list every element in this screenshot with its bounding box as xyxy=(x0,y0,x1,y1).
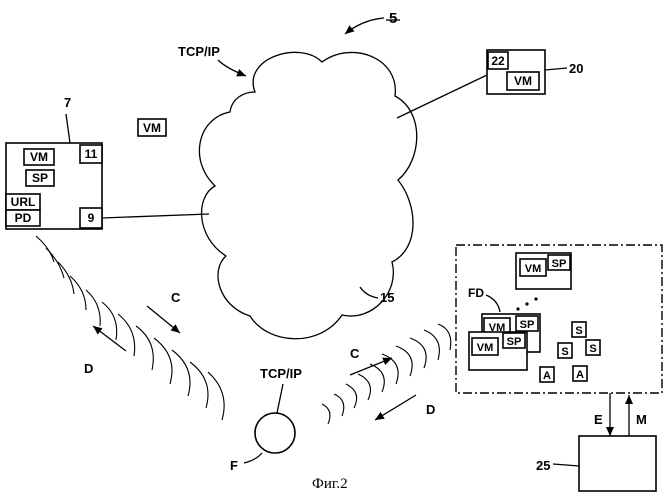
mobile-antenna xyxy=(277,384,283,413)
card-b-vm-label: VM xyxy=(477,342,494,354)
s-box-1-label: S xyxy=(575,325,582,337)
left-vm-label: VM xyxy=(30,150,48,164)
a-box-1-label: A xyxy=(543,370,551,382)
left-arrow-c-label: C xyxy=(171,290,181,305)
mobile-device-circle xyxy=(255,413,295,453)
right-arrow-d-label: D xyxy=(426,402,435,417)
left-port-bottom-label: 9 xyxy=(88,211,95,225)
unit-25-box xyxy=(579,436,656,491)
right-arrow-d xyxy=(375,395,416,420)
arrow-m-label: M xyxy=(636,412,647,427)
top-card-vm-label: VM xyxy=(525,263,542,275)
s-box-2-label: S xyxy=(561,346,568,358)
left-device-ref-leader xyxy=(66,114,70,143)
left-device-network-link xyxy=(102,214,209,218)
left-arrow-d xyxy=(93,326,126,351)
left-arrow-c xyxy=(147,306,180,333)
card-a-sp-label: SP xyxy=(520,319,535,331)
floating-vm-label: VM xyxy=(143,121,161,135)
left-port-top-label: 11 xyxy=(85,147,98,161)
s-box-3-label: S xyxy=(589,343,596,355)
fd-label: FD xyxy=(468,286,484,300)
system-ref-arrow xyxy=(345,18,384,34)
protocol-pointer-arrow xyxy=(218,60,246,76)
right-arrow-c-label: C xyxy=(350,346,360,361)
arrow-e-label: E xyxy=(594,412,603,427)
top-card-sp-label: SP xyxy=(552,258,567,270)
card-b-sp-label: SP xyxy=(507,336,522,348)
fd-leader xyxy=(486,295,500,312)
left-sp-label: SP xyxy=(32,171,48,185)
network-protocol-label: TCP/IP xyxy=(178,44,220,59)
server-vm-label: VM xyxy=(514,74,532,88)
network-ref-label: 15 xyxy=(380,290,394,305)
left-device-ref: 7 xyxy=(64,95,71,110)
server-ref-leader xyxy=(545,68,567,70)
server-network-link xyxy=(397,75,487,118)
ellipsis-dots xyxy=(516,297,537,310)
network-ref-leader xyxy=(360,287,378,298)
server-ref-label: 20 xyxy=(569,61,583,76)
left-wireless-waves xyxy=(36,236,224,420)
server-inner-ref-label: 22 xyxy=(491,54,505,68)
mobile-ref-leader xyxy=(244,453,262,463)
mobile-ref-label: F xyxy=(230,458,238,473)
a-box-2-label: A xyxy=(576,369,584,381)
system-ref-label: 5 xyxy=(389,10,397,27)
mobile-protocol-label: TCP/IP xyxy=(260,366,302,381)
left-url-label: URL xyxy=(11,195,36,209)
left-pd-label: PD xyxy=(15,211,32,225)
unit-25-ref-label: 25 xyxy=(536,458,550,473)
left-arrow-d-label: D xyxy=(84,361,93,376)
figure-caption: Фиг.2 xyxy=(312,476,348,492)
unit-25-ref-leader xyxy=(553,464,579,466)
